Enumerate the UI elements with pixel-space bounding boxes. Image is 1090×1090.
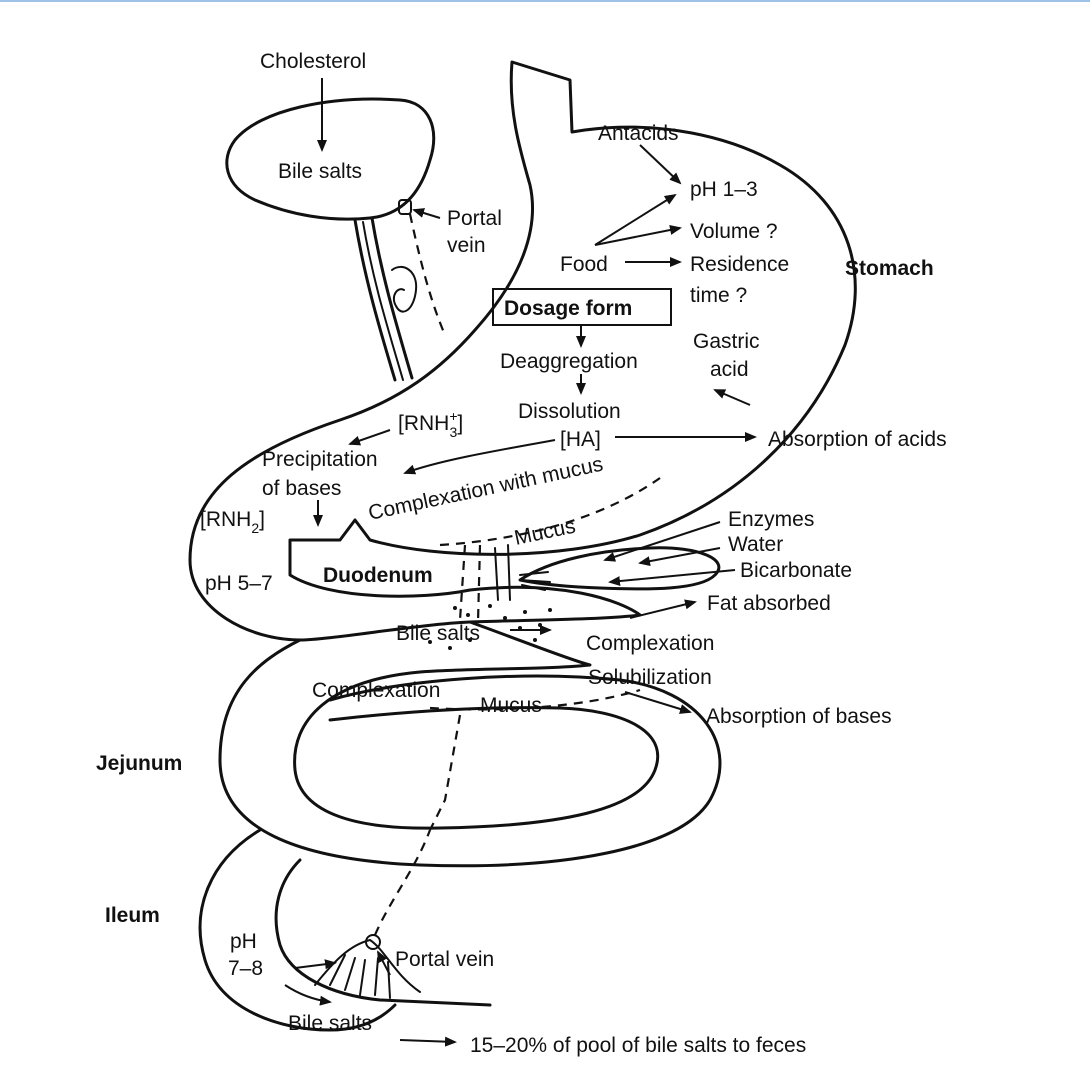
arrow-ph78 (294, 959, 337, 970)
label-fat-absorbed: Fat absorbed (707, 592, 831, 615)
label-duodenum: Duodenum (323, 564, 433, 587)
label-mucus-upper: Mucus (512, 515, 577, 550)
label-deaggregation: Deaggregation (500, 350, 638, 373)
dosage-form-box (492, 288, 672, 326)
pancreatic-duct (494, 544, 551, 601)
label-jejunum: Jejunum (96, 752, 182, 775)
arrow-bicarbonate (608, 569, 736, 587)
label-mucus-lower: Mucus (480, 694, 542, 717)
pancreas-outline (518, 546, 721, 591)
label-dosage-form: Dosage form (504, 297, 632, 320)
label-portal: Portal (447, 207, 502, 230)
arrow-precipitation (403, 439, 556, 475)
label-acid: acid (710, 358, 749, 381)
villi (314, 938, 421, 999)
mid-dashed (429, 714, 462, 831)
label-ph-5-7: pH 5–7 (205, 572, 273, 595)
label-bile-salts-duodenum: Bile salts (396, 622, 480, 645)
label-food: Food (560, 253, 608, 276)
label-rnh2: [RNH2] (200, 508, 265, 536)
ileum-bottom (328, 1003, 397, 1032)
bile-salt-dots (428, 604, 552, 650)
stomach-outline (188, 60, 857, 642)
label-ph-7-8: 7–8 (228, 957, 263, 980)
bile-duct-outline (353, 216, 414, 382)
label-ha: [HA] (560, 428, 601, 451)
portal-vein-lower-cap (365, 934, 381, 950)
label-of-bases: of bases (262, 477, 341, 500)
label-dissolution: Dissolution (518, 400, 621, 423)
label-bicarbonate: Bicarbonate (740, 559, 852, 582)
bile-duct-inner (362, 221, 404, 381)
arrow-portal-vein (412, 208, 441, 219)
label-bile-salts-ileum: Bile salts (288, 1012, 372, 1035)
arrow-absorption-bases (624, 691, 692, 714)
arrow-antacids (639, 144, 682, 185)
arrow-feces (399, 1036, 457, 1047)
label-ph-1-3: pH 1–3 (690, 178, 758, 201)
arrow-fat (629, 599, 697, 619)
arrow-food-volume (594, 225, 682, 246)
label-enzymes: Enzymes (728, 508, 814, 531)
liver-outline (225, 97, 436, 221)
label-bile-salts-liver: Bile salts (278, 160, 362, 183)
label-vein: vein (447, 234, 486, 257)
label-portal-vein-lower: Portal vein (395, 948, 494, 971)
label-precipitation: Precipitation (262, 448, 378, 471)
label-complexation-mucus: Complexation with mucus (366, 453, 605, 525)
label-rnh3: [RNH+3] (398, 408, 463, 440)
portal-vein-lower-dashed (373, 829, 432, 936)
label-absorption-bases: Absorption of bases (706, 705, 892, 728)
label-water: Water (728, 533, 783, 556)
arrow-bile-ileum (284, 984, 332, 1006)
label-residence: Residence (690, 253, 789, 276)
label-stomach: Stomach (845, 257, 934, 280)
label-time: time ? (690, 284, 747, 307)
top-border (0, 0, 1090, 2)
gallbladder (391, 265, 418, 313)
arrow-water (638, 547, 721, 567)
mucus-dashed-upper (439, 477, 661, 547)
portal-vein-upper-dashed (408, 213, 447, 336)
label-complexation-right: Complexation (586, 632, 714, 655)
label-ph: pH (230, 930, 257, 953)
jejunum-inner-loop (293, 620, 660, 830)
label-feces: 15–20% of pool of bile salts to feces (470, 1034, 806, 1057)
duodenum-dashed (458, 544, 482, 623)
label-absorption-acids: Absorption of acids (768, 428, 947, 451)
label-solubilization: Solubilization (588, 666, 712, 689)
arrow-portal-lower (377, 950, 391, 976)
arrow-enzymes (603, 521, 721, 562)
label-complexation-left: Complexation (312, 679, 440, 702)
label-antacids: Antacids (598, 122, 679, 145)
label-volume: Volume ? (690, 220, 778, 243)
label-ileum: Ileum (105, 904, 160, 927)
ileum-outline (198, 828, 492, 1032)
jejunum-outer (218, 638, 722, 868)
arrow-gastric (713, 389, 751, 406)
arrow-rnh3 (348, 429, 391, 446)
label-cholesterol: Cholesterol (260, 50, 366, 73)
portal-vein-cap (398, 199, 412, 215)
label-gastric: Gastric (693, 330, 760, 353)
arrow-food-ph (594, 193, 677, 246)
